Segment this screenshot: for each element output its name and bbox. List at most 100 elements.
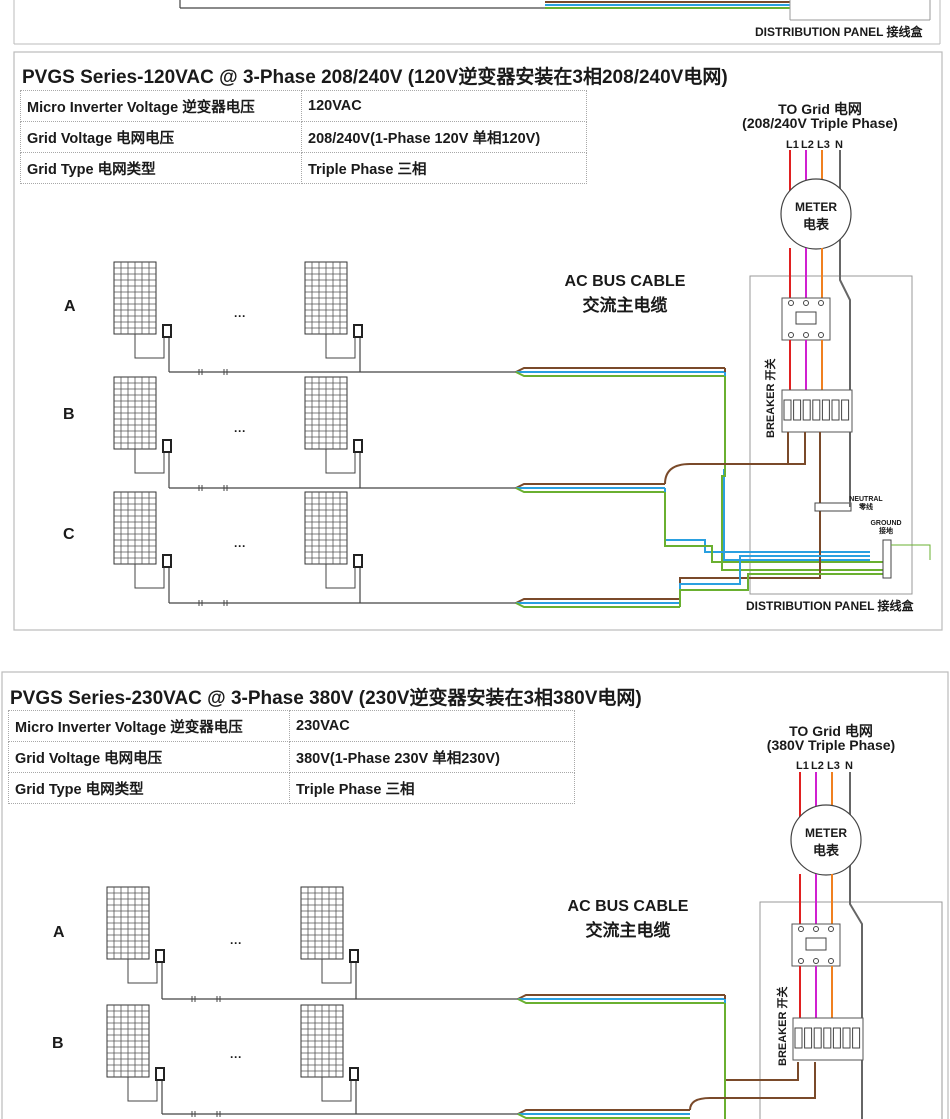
section1-meter-label: METER — [795, 200, 837, 214]
neutral-label-en: NEUTRAL — [849, 496, 883, 503]
panel1-box — [749, 275, 913, 595]
breaker-switch — [823, 1027, 832, 1049]
earth-wire — [891, 544, 931, 560]
spec-row: Grid Voltage 电网电压 208/240V(1-Phase 120V … — [20, 121, 587, 153]
feed-neutral-b — [664, 488, 870, 553]
breaker-switch — [794, 1027, 803, 1049]
spec-label: Grid Voltage 电网电压 — [8, 741, 290, 773]
phase-label-l2: L2 — [811, 760, 824, 772]
micro-inverter-face — [355, 556, 361, 566]
bus-wire-ground — [517, 998, 725, 1004]
micro-inverter-face — [157, 1069, 163, 1079]
ellipsis: ··· — [234, 424, 246, 438]
breaker-switch — [831, 399, 840, 421]
section2-frame — [1, 671, 949, 1119]
spec-value: Triple Phase 三相 — [301, 152, 587, 184]
breaker-switch — [783, 399, 792, 421]
section2-bus-cable-label: AC BUS CABLE — [567, 898, 689, 915]
spec-row: Grid Type 电网类型 Triple Phase 三相 — [8, 772, 575, 804]
phase-label-l1: L1 — [796, 760, 809, 772]
wire — [325, 334, 356, 359]
section2-bus-cable-label-cn: 交流主电缆 — [585, 921, 671, 940]
bus-wire-line — [515, 367, 725, 373]
section1-meter-label-cn: 电表 — [802, 217, 829, 232]
ground-label: GROUND 接地 — [866, 520, 906, 536]
micro-inverter-face — [164, 441, 170, 451]
spec-row: Grid Voltage 电网电压 380V(1-Phase 230V 单相23… — [8, 741, 575, 773]
breaker-switch — [813, 1027, 822, 1049]
wire — [321, 1077, 352, 1102]
spec-label: Micro Inverter Voltage 逆变器电压 — [8, 710, 290, 742]
wire — [134, 449, 165, 474]
spec-value: Triple Phase 三相 — [289, 772, 575, 804]
breaker-switch — [841, 399, 850, 421]
ellipsis: ··· — [230, 1050, 242, 1064]
section2-drawing — [106, 772, 864, 1119]
micro-inverter-face — [164, 326, 170, 336]
section1-frame — [13, 51, 943, 631]
bus-wire-ground — [517, 1113, 690, 1119]
row-label-a: A — [53, 924, 65, 941]
spec-value: 120VAC — [301, 90, 587, 122]
meter-circle — [780, 178, 852, 250]
micro-inverter-face — [355, 326, 361, 336]
section2-meter-label-cn: 电表 — [812, 843, 839, 858]
section2-grid-title: TO Grid 电网 — [789, 723, 873, 739]
section2-title: PVGS Series-230VAC @ 3-Phase 380V (230V逆… — [10, 688, 642, 709]
breaker-switch — [852, 1027, 861, 1049]
bus-wire-line — [517, 1109, 690, 1115]
section1-title: PVGS Series-120VAC @ 3-Phase 208/240V (1… — [22, 67, 728, 88]
switch-terminal — [788, 300, 794, 306]
switch-terminal — [813, 926, 819, 932]
spec-label: Grid Type 电网类型 — [20, 152, 302, 184]
ground-bar — [882, 539, 892, 579]
bus-wire-ground — [515, 602, 680, 608]
bus-wire-ground — [515, 371, 725, 377]
breaker-switch — [832, 1027, 841, 1049]
switch-terminal — [803, 332, 809, 338]
section1-spec-table: Micro Inverter Voltage 逆变器电压 120VAC Grid… — [20, 90, 587, 184]
spec-value: 380V(1-Phase 230V 单相230V) — [289, 741, 575, 773]
wire — [325, 564, 356, 589]
wire — [134, 334, 165, 359]
section1-breaker-label: BREAKER 开关 — [765, 358, 777, 438]
micro-inverter-face — [351, 1069, 357, 1079]
micro-inverter-face — [157, 951, 163, 961]
switch-terminal — [818, 332, 824, 338]
row-label-b: B — [63, 406, 75, 423]
meter-circle — [790, 804, 862, 876]
neutral-bar — [814, 502, 852, 512]
feed-line-a — [724, 368, 789, 465]
ellipsis: ··· — [230, 936, 242, 950]
phase-label-l1: L1 — [786, 139, 799, 151]
spec-row: Micro Inverter Voltage 逆变器电压 120VAC — [20, 90, 587, 122]
neutral-label-cn: 零线 — [859, 504, 873, 511]
micro-inverter-face — [164, 556, 170, 566]
section2-grid-subtitle: (380V Triple Phase) — [766, 737, 896, 753]
row-label-c: C — [63, 526, 75, 543]
main-switch-lever — [795, 311, 817, 325]
feed-ground-a — [721, 376, 885, 571]
section2-meter-label: METER — [805, 826, 847, 840]
breaker-switch — [842, 1027, 851, 1049]
breaker-switch — [793, 399, 802, 421]
phase-label-n: N — [835, 139, 843, 151]
ground-label-en: GROUND — [870, 520, 902, 527]
bus-wire-line — [517, 994, 725, 1000]
ellipsis: ··· — [234, 309, 246, 323]
row-label-a: A — [64, 298, 76, 315]
section1-bus-cable-label-cn: 交流主电缆 — [582, 296, 668, 315]
neutral-label: NEUTRAL 零线 — [848, 496, 884, 512]
bus-wire-line — [515, 598, 680, 604]
phase-label-l3: L3 — [817, 139, 830, 151]
spec-value: 208/240V(1-Phase 120V 单相120V) — [301, 121, 587, 153]
section1-panel-label: DISTRIBUTION PANEL 接线盒 — [746, 599, 914, 613]
wire — [127, 1077, 158, 1102]
micro-inverter-face — [355, 441, 361, 451]
row-label-b: B — [52, 1035, 64, 1052]
switch-terminal — [798, 926, 804, 932]
wire — [325, 449, 356, 474]
top-panel-label: DISTRIBUTION PANEL 接线盒 — [755, 25, 923, 39]
wire — [127, 959, 158, 984]
section2-breaker-label: BREAKER 开关 — [777, 986, 789, 1066]
